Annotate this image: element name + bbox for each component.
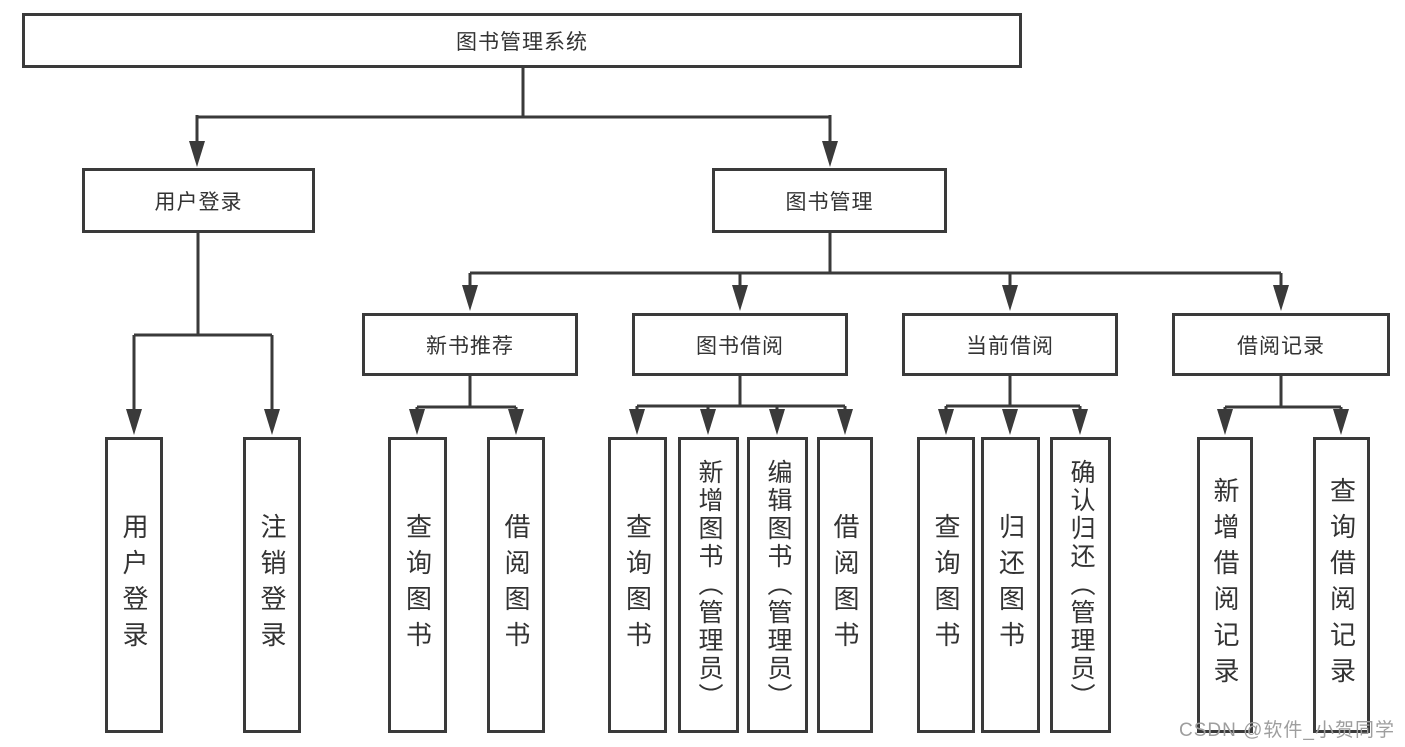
- leaf-return-book-label: 归还图书: [995, 513, 1026, 657]
- leaf-add-book-admin-label: 新增图书（管理员）: [695, 459, 723, 711]
- leaf-confirm-return-admin: 确认归还（管理员）: [1050, 437, 1111, 733]
- leaf-edit-book-admin: 编辑图书（管理员）: [747, 437, 808, 733]
- connector-root-to-level2: [189, 67, 838, 167]
- leaf-query-books-current: 查询图书: [917, 437, 975, 733]
- leaf-logout: 注销登录: [243, 437, 301, 733]
- node-user-login-label: 用户登录: [154, 190, 243, 214]
- connector-book-management-children: [462, 233, 1289, 311]
- leaf-query-borrow-record: 查询借阅记录: [1313, 437, 1370, 733]
- node-book-management-label: 图书管理: [785, 190, 874, 214]
- node-borrow-records-label: 借阅记录: [1237, 334, 1325, 358]
- node-new-book-recommend-label: 新书推荐: [426, 334, 514, 358]
- csdn-watermark: CSDN @软件_小贺同学: [1179, 720, 1395, 741]
- leaf-user-login-label: 用户登录: [119, 513, 149, 657]
- connector-new-book-recommend-children: [409, 376, 524, 435]
- leaf-query-books-borrow-label: 查询图书: [622, 513, 653, 657]
- node-book-management: 图书管理: [712, 168, 947, 233]
- leaf-add-borrow-record-label: 新增借阅记录: [1210, 477, 1240, 693]
- leaf-query-books-recommend-label: 查询图书: [402, 513, 433, 657]
- leaf-add-borrow-record: 新增借阅记录: [1197, 437, 1253, 733]
- node-user-login: 用户登录: [82, 168, 315, 233]
- leaf-borrow-books-label: 借阅图书: [830, 513, 860, 657]
- connector-borrow-records-children: [1217, 376, 1349, 435]
- leaf-query-books-current-label: 查询图书: [931, 513, 961, 657]
- node-borrow-records: 借阅记录: [1172, 313, 1390, 376]
- node-new-book-recommend: 新书推荐: [362, 313, 578, 376]
- leaf-logout-label: 注销登录: [257, 513, 287, 657]
- leaf-user-login: 用户登录: [105, 437, 163, 733]
- leaf-borrow-books-recommend: 借阅图书: [487, 437, 545, 733]
- leaf-query-borrow-record-label: 查询借阅记录: [1326, 477, 1357, 693]
- connector-book-borrow-children: [629, 376, 853, 435]
- node-current-borrow: 当前借阅: [902, 313, 1118, 376]
- connector-current-borrow-children: [938, 376, 1088, 435]
- leaf-return-book: 归还图书: [981, 437, 1040, 733]
- node-book-borrow: 图书借阅: [632, 313, 848, 376]
- connector-user-login-children: [126, 233, 280, 435]
- leaf-add-book-admin: 新增图书（管理员）: [678, 437, 739, 733]
- leaf-query-books-borrow: 查询图书: [608, 437, 667, 733]
- node-root: 图书管理系统: [22, 13, 1022, 68]
- leaf-borrow-books: 借阅图书: [817, 437, 873, 733]
- node-current-borrow-label: 当前借阅: [966, 334, 1054, 358]
- leaf-borrow-books-recommend-label: 借阅图书: [501, 513, 531, 657]
- node-book-borrow-label: 图书借阅: [696, 334, 784, 358]
- leaf-query-books-recommend: 查询图书: [388, 437, 447, 733]
- leaf-confirm-return-admin-label: 确认归还（管理员）: [1067, 459, 1095, 711]
- node-root-label: 图书管理系统: [456, 30, 588, 54]
- leaf-edit-book-admin-label: 编辑图书（管理员）: [764, 459, 792, 711]
